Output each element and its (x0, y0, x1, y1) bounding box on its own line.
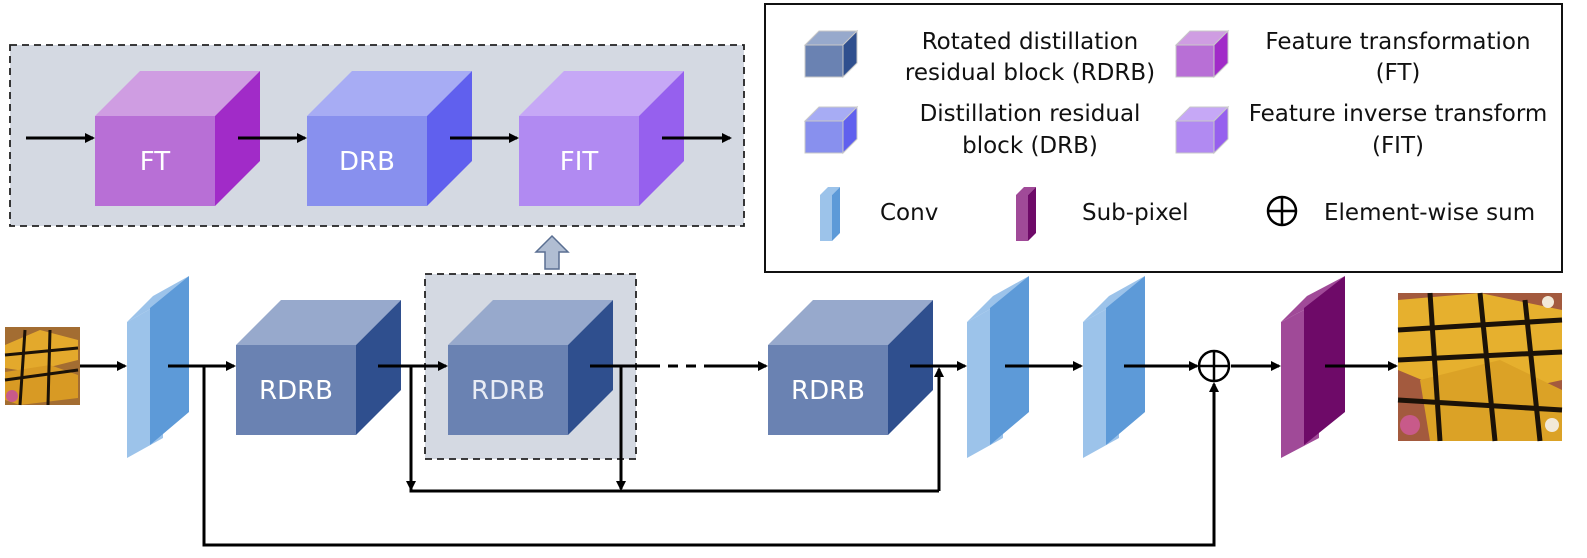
conv-1 (127, 276, 189, 458)
legend-subpixel-icon (1016, 187, 1036, 241)
zoom-up-arrow (534, 234, 570, 270)
element-wise-sum-node (1197, 349, 1231, 383)
sub-pixel-layer (1281, 276, 1345, 458)
detail-panel: FT DRB FIT (9, 44, 745, 227)
ft-block-label: FT (140, 147, 170, 177)
legend-fit-line1: Feature inverse transform (1249, 101, 1548, 127)
legend-ft-cube (1174, 29, 1230, 79)
rdrb-block-3-label: RDRB (791, 376, 865, 406)
legend-drb-line2: block (DRB) (962, 133, 1098, 159)
drb-block: DRB (307, 71, 472, 206)
rdrb-block-3: RDRB (768, 300, 933, 435)
output-image (1397, 292, 1563, 442)
legend-subpixel-label: Sub-pixel (1082, 200, 1189, 226)
legend-conv-icon (820, 187, 840, 241)
legend-rdrb-cube (803, 29, 859, 79)
conv-2 (967, 276, 1029, 458)
legend-conv-label: Conv (880, 200, 938, 226)
rdrb-block-2: RDRB (448, 300, 613, 435)
fit-block-label: FIT (560, 147, 599, 177)
legend-ft-line2: (FT) (1376, 60, 1421, 86)
rdrb-block-1-label: RDRB (259, 376, 333, 406)
fit-block: FIT (519, 71, 684, 206)
legend-sum-label: Element-wise sum (1324, 200, 1535, 226)
rdrb-block-2-label: RDRB (471, 376, 545, 406)
legend-fit-cube (1174, 105, 1230, 155)
legend: Rotated distillation residual block (RDR… (764, 3, 1563, 273)
legend-drb-cube (803, 105, 859, 155)
legend-rdrb-line1: Rotated distillation (922, 29, 1139, 55)
legend-sum-icon (1266, 195, 1298, 227)
legend-ft-line1: Feature transformation (1265, 29, 1530, 55)
ft-block: FT (95, 71, 260, 206)
legend-rdrb-line2: residual block (RDRB) (905, 60, 1155, 86)
legend-drb-line1: Distillation residual (920, 101, 1141, 127)
global-skip (202, 366, 1219, 547)
legend-fit-line2: (FIT) (1372, 133, 1424, 159)
rdrb-block-1: RDRB (236, 300, 401, 435)
conv-3 (1083, 276, 1145, 458)
input-image (4, 327, 80, 406)
drb-block-label: DRB (339, 147, 395, 177)
